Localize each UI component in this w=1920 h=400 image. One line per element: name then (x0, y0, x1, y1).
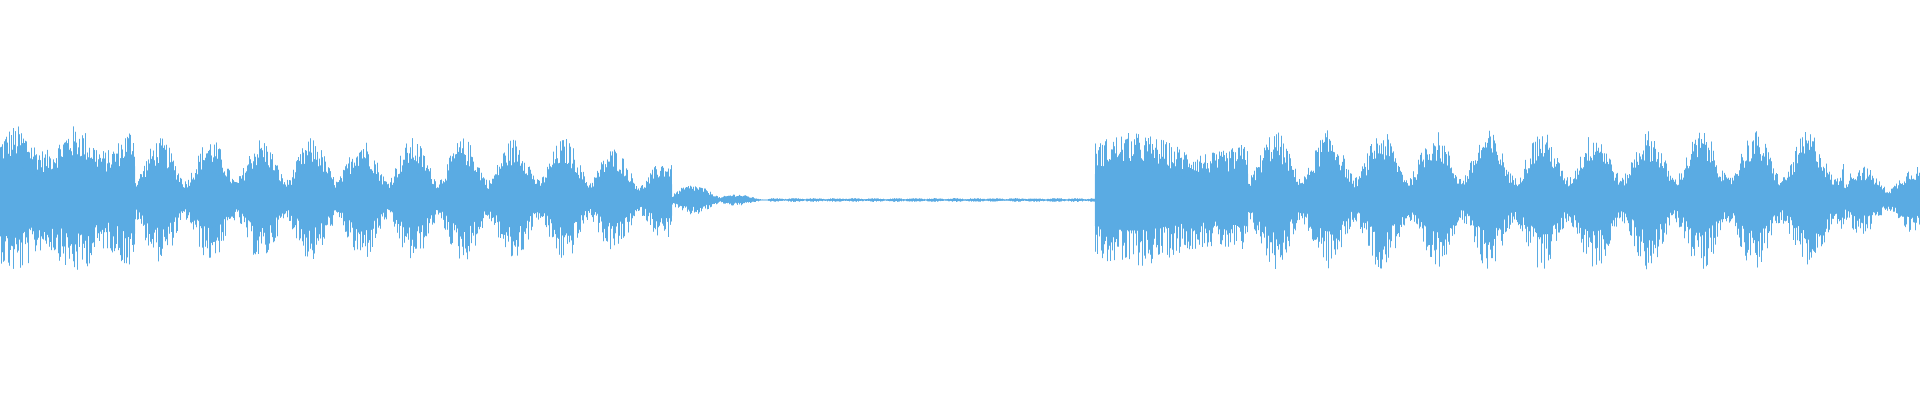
waveform-lines (0, 126, 1920, 270)
